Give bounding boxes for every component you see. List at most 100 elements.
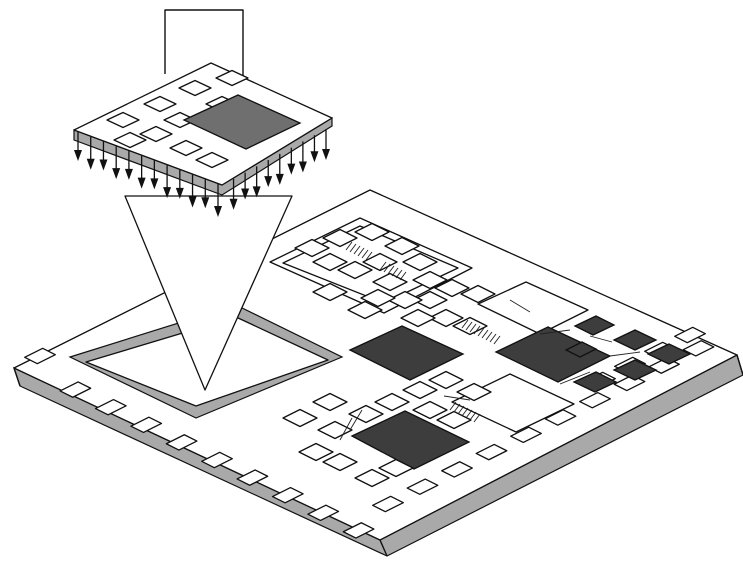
bond-pad <box>475 443 508 461</box>
pin-arrow <box>229 178 238 210</box>
bond-pad <box>271 486 304 504</box>
trace <box>349 409 363 431</box>
pin-arrow <box>175 169 184 199</box>
trace <box>365 251 373 261</box>
small-die-4 <box>612 359 658 381</box>
component-pad <box>282 408 318 428</box>
trace <box>443 395 471 401</box>
component-pad <box>412 400 448 420</box>
pin-arrow <box>287 147 296 175</box>
bond-pad <box>201 451 233 469</box>
trace <box>469 323 477 333</box>
component-pad <box>294 238 330 258</box>
module-component <box>143 95 177 113</box>
pin-arrow <box>310 135 319 163</box>
small-die-3 <box>646 343 692 365</box>
component-pad <box>372 272 408 292</box>
pin-arrow <box>188 174 197 208</box>
pin-arrow <box>86 136 95 170</box>
trace <box>461 407 469 417</box>
component-pad <box>298 442 334 462</box>
trace <box>457 405 465 415</box>
bond-pad <box>307 504 340 522</box>
module-component <box>195 151 229 169</box>
bond-pad <box>130 416 163 434</box>
component-pad <box>312 282 348 302</box>
trace <box>485 331 493 341</box>
bond-pad <box>682 339 715 357</box>
trace <box>481 329 489 339</box>
trace <box>339 417 353 441</box>
pin-arrow <box>241 172 250 200</box>
die-center <box>348 325 465 381</box>
trace <box>353 245 361 255</box>
trace <box>387 265 395 275</box>
bond-pad <box>342 522 375 539</box>
bond-pad <box>406 478 439 496</box>
pin-arrow <box>99 141 108 171</box>
pin-arrow <box>112 146 121 180</box>
pin-arrow <box>74 132 82 161</box>
trace <box>379 261 387 271</box>
component-pad <box>428 308 464 328</box>
trace <box>473 413 481 423</box>
bond-pad <box>674 326 706 344</box>
pin-arrow <box>322 129 330 160</box>
component-pad <box>354 222 390 242</box>
component-pad <box>384 236 420 256</box>
trace <box>383 263 391 273</box>
component-pad <box>434 278 470 298</box>
trace <box>391 267 399 277</box>
pin-arrow <box>264 160 273 188</box>
trace <box>395 269 403 279</box>
bond-pad <box>510 426 542 444</box>
component-pad <box>312 392 348 412</box>
component-pad <box>428 370 464 390</box>
trace <box>477 327 485 337</box>
module-die <box>182 94 302 150</box>
module-component <box>113 131 147 149</box>
pin-arrow <box>214 184 222 217</box>
trace <box>453 403 461 413</box>
pin-arrow <box>201 179 210 209</box>
trace <box>345 241 353 251</box>
module-pins <box>74 129 330 217</box>
trace <box>465 321 473 331</box>
module-component <box>106 111 140 129</box>
component-pad <box>452 316 488 336</box>
trace <box>465 409 473 419</box>
trace <box>509 299 531 313</box>
pin-arrow <box>137 155 146 189</box>
component-pad <box>460 284 496 304</box>
trace <box>489 333 497 343</box>
small-die-1 <box>573 315 616 336</box>
pin-arrow <box>150 160 159 190</box>
bond-pad <box>544 409 577 426</box>
pin-arrow <box>252 166 261 198</box>
pin-arrow <box>163 165 172 199</box>
trace <box>609 351 641 357</box>
trace <box>469 411 477 421</box>
component-pad <box>402 380 438 400</box>
small-die-6 <box>564 341 598 358</box>
die-lower <box>350 410 471 470</box>
trace <box>461 319 469 329</box>
component-pad <box>360 288 396 308</box>
bond-pad <box>94 398 127 416</box>
circuit-block-right <box>477 281 589 335</box>
bond-pad <box>441 461 473 478</box>
trace <box>399 271 407 281</box>
placement-arrow <box>124 195 293 391</box>
component-pad <box>378 458 414 478</box>
pin-arrow <box>275 153 284 185</box>
module-components <box>106 69 249 169</box>
bond-pad <box>236 469 269 486</box>
component-pad <box>322 228 358 248</box>
component-pad <box>412 270 448 290</box>
pin-arrow <box>298 141 307 173</box>
trace <box>559 371 591 385</box>
component-pad <box>374 392 410 412</box>
substrate-wiring <box>339 241 641 441</box>
